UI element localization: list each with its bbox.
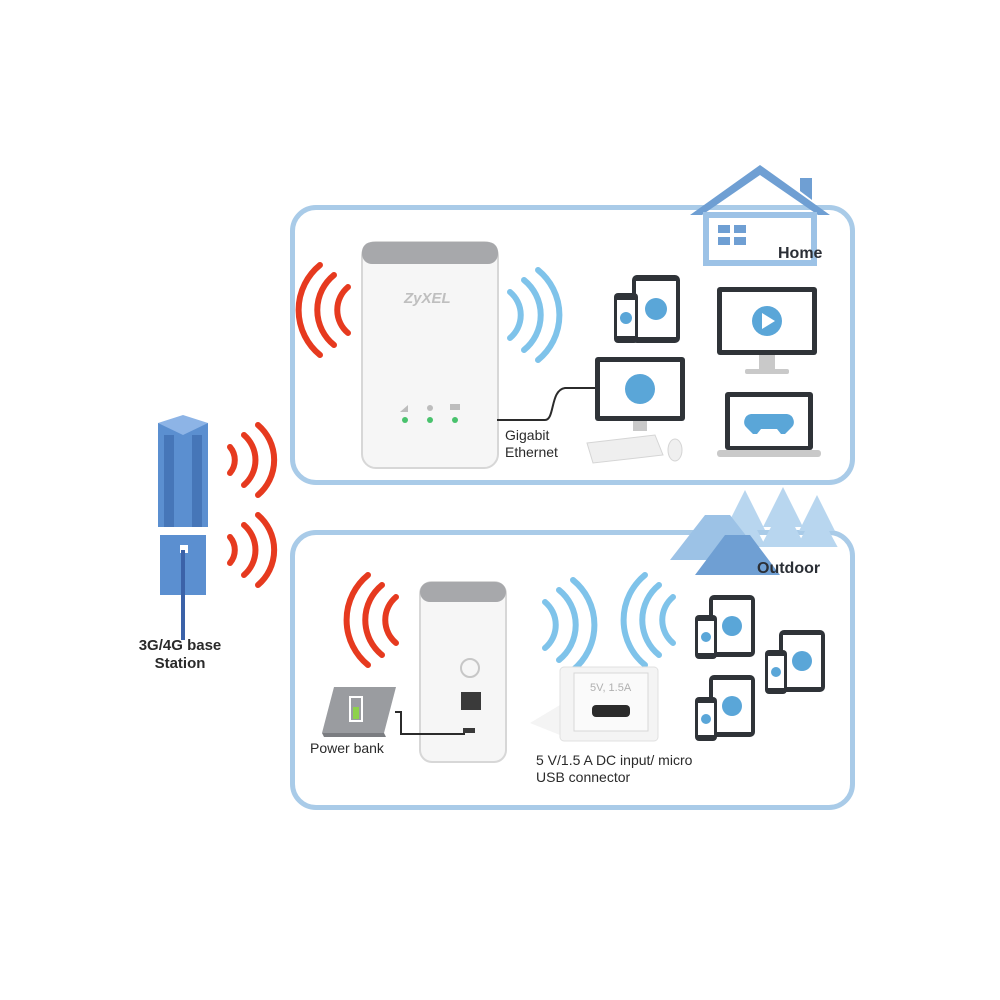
base-station-antenna-icon — [158, 415, 208, 640]
gaming-laptop-icon — [717, 392, 821, 457]
power-cable — [395, 711, 465, 735]
outdoor-tablet-phone-icon-3 — [695, 675, 755, 741]
base-signal-waves-upper-icon — [227, 422, 278, 498]
power-bank-label: Power bank — [310, 740, 384, 756]
outdoor-tablet-phone-icon-2 — [765, 630, 825, 694]
outdoor-signal-waves-red-icon — [343, 572, 399, 668]
base-signal-waves-lower-icon — [227, 512, 278, 588]
outdoor-router — [419, 581, 507, 763]
home-router — [361, 241, 499, 469]
home-label: Home — [778, 245, 823, 262]
signal-waves-red-icon — [295, 262, 351, 358]
house-icon — [690, 165, 830, 270]
dc-input-label: 5 V/1.5 A DC input/ micro USB connector — [536, 752, 693, 785]
outdoor-signal-waves-blue-2-icon — [620, 572, 676, 668]
desktop-pc-icon — [586, 357, 685, 464]
signal-waves-blue-icon — [507, 267, 563, 363]
power-bank-icon — [322, 687, 396, 737]
micro-usb-callout — [530, 666, 659, 742]
router-brand-logo: ZyXEL — [404, 290, 451, 307]
gigabit-ethernet-label: Gigabit Ethernet — [505, 427, 558, 460]
outdoor-scene-icon — [655, 487, 845, 580]
tablet-phone-icon — [614, 275, 680, 343]
outdoor-label: Outdoor — [757, 560, 821, 577]
video-monitor-icon — [717, 287, 817, 374]
outdoor-tablet-phone-icon-1 — [695, 595, 755, 659]
outdoor-signal-waves-blue-icon — [542, 577, 598, 673]
port-rating-label: 5V, 1.5A — [590, 682, 632, 694]
base-station-label: 3G/4G base Station — [138, 637, 222, 672]
ethernet-cable — [497, 387, 600, 421]
